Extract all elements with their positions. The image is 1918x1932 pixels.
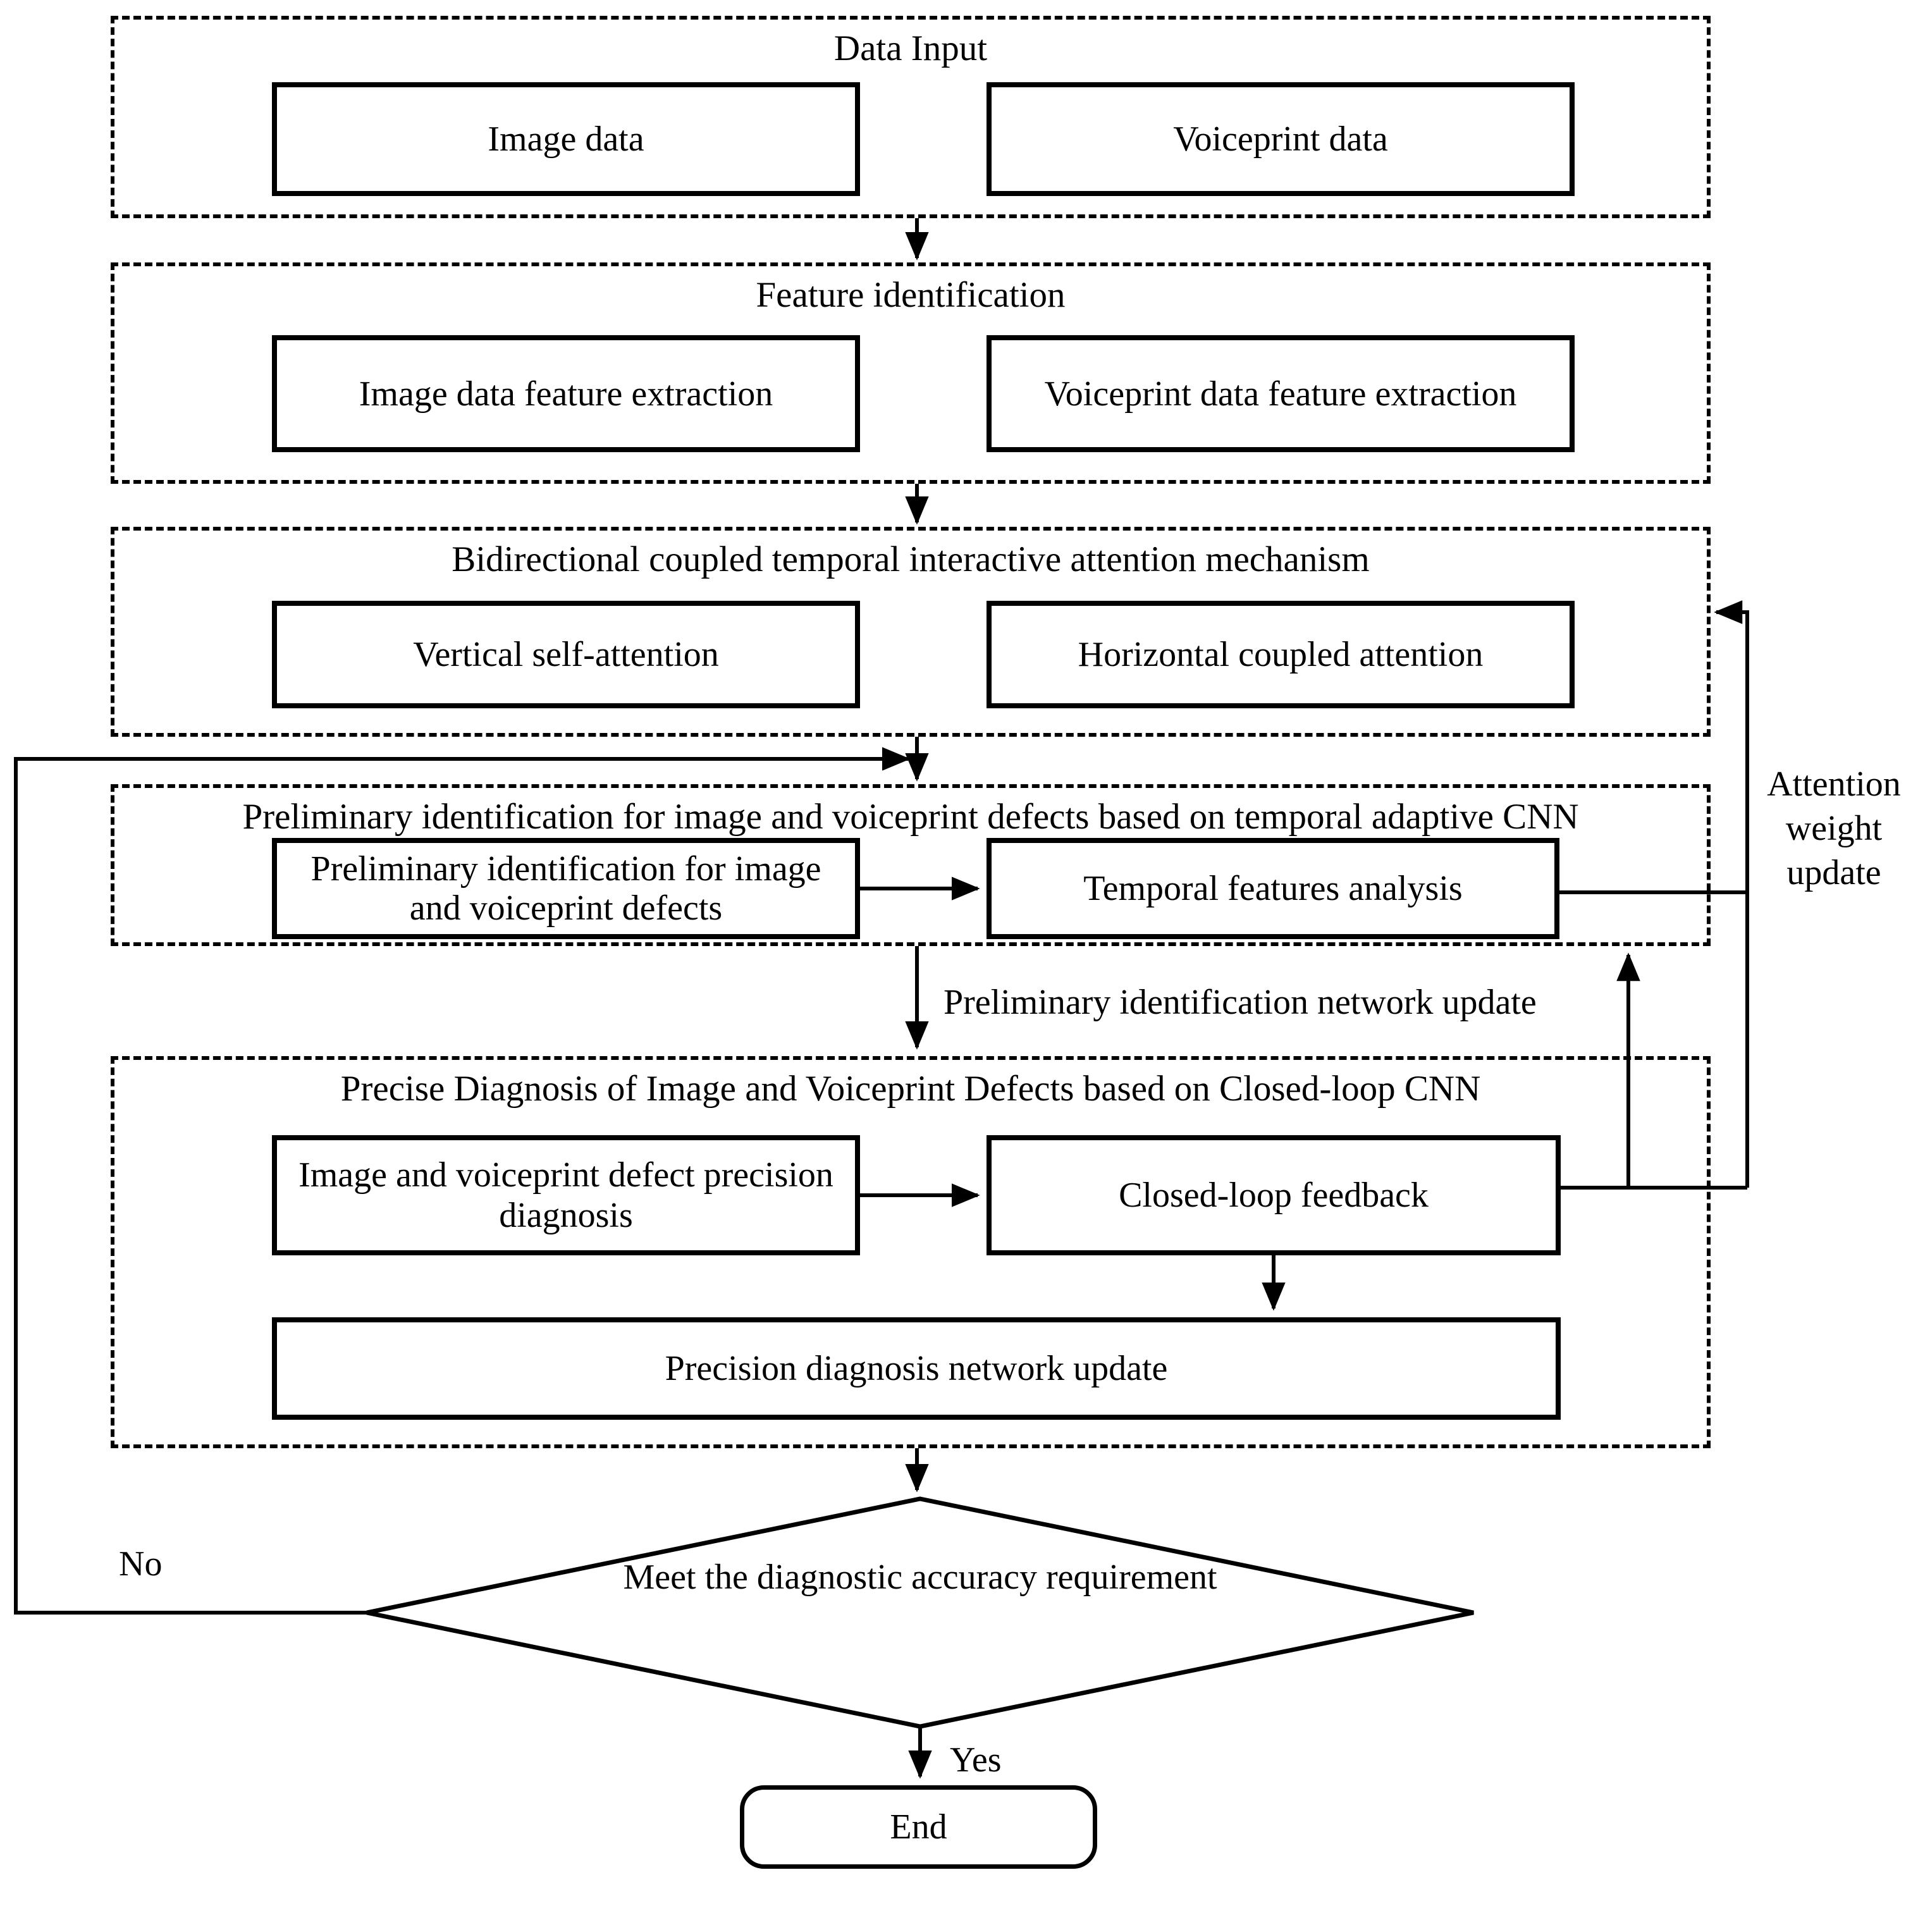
label-yes: Yes	[950, 1740, 1002, 1780]
label-attention-weight-update: Attention weight update	[1767, 765, 1901, 892]
decision-diamond-text: Meet the diagnostic accuracy requirement	[623, 1558, 1217, 1597]
section-preliminary-identification: Preliminary identification for image and…	[111, 784, 1711, 946]
node-image-feature-extraction: Image data feature extraction	[272, 335, 860, 452]
node-horizontal-coupled-attention: Horizontal coupled attention	[987, 601, 1575, 708]
section-attention-mechanism: Bidirectional coupled temporal interacti…	[111, 527, 1711, 737]
label-preliminary-network-update: Preliminary identification network updat…	[944, 983, 1537, 1022]
node-precision-network-update: Precision diagnosis network update	[272, 1317, 1561, 1420]
no-return-line	[14, 747, 911, 1615]
section-data-input: Data Input	[111, 16, 1711, 218]
section-feature-identification-title: Feature identification	[756, 275, 1066, 315]
node-temporal-features-analysis: Temporal features analysis	[987, 838, 1559, 939]
section-data-input-title: Data Input	[833, 28, 988, 68]
label-no: No	[119, 1544, 163, 1584]
section-preliminary-identification-title: Preliminary identification for image and…	[242, 797, 1579, 837]
node-image-data: Image data	[272, 82, 860, 196]
section-feature-identification: Feature identification	[111, 262, 1711, 484]
section-precise-diagnosis-title: Precise Diagnosis of Image and Voiceprin…	[340, 1069, 1481, 1109]
section-attention-mechanism-title: Bidirectional coupled temporal interacti…	[452, 539, 1370, 579]
node-voiceprint-feature-extraction: Voiceprint data feature extraction	[987, 335, 1575, 452]
node-closed-loop-feedback: Closed-loop feedback	[987, 1135, 1561, 1255]
node-end: End	[740, 1785, 1097, 1869]
node-precision-diagnosis: Image and voiceprint defect precision di…	[272, 1135, 860, 1255]
node-vertical-self-attention: Vertical self-attention	[272, 601, 860, 708]
section-precise-diagnosis: Precise Diagnosis of Image and Voiceprin…	[111, 1056, 1711, 1448]
decision-diamond-shape	[366, 1496, 1474, 1729]
node-voiceprint-data: Voiceprint data	[987, 82, 1575, 196]
arrow-attention-weight-update	[1714, 600, 1749, 1188]
node-preliminary-identification: Preliminary identification for image and…	[272, 838, 860, 939]
